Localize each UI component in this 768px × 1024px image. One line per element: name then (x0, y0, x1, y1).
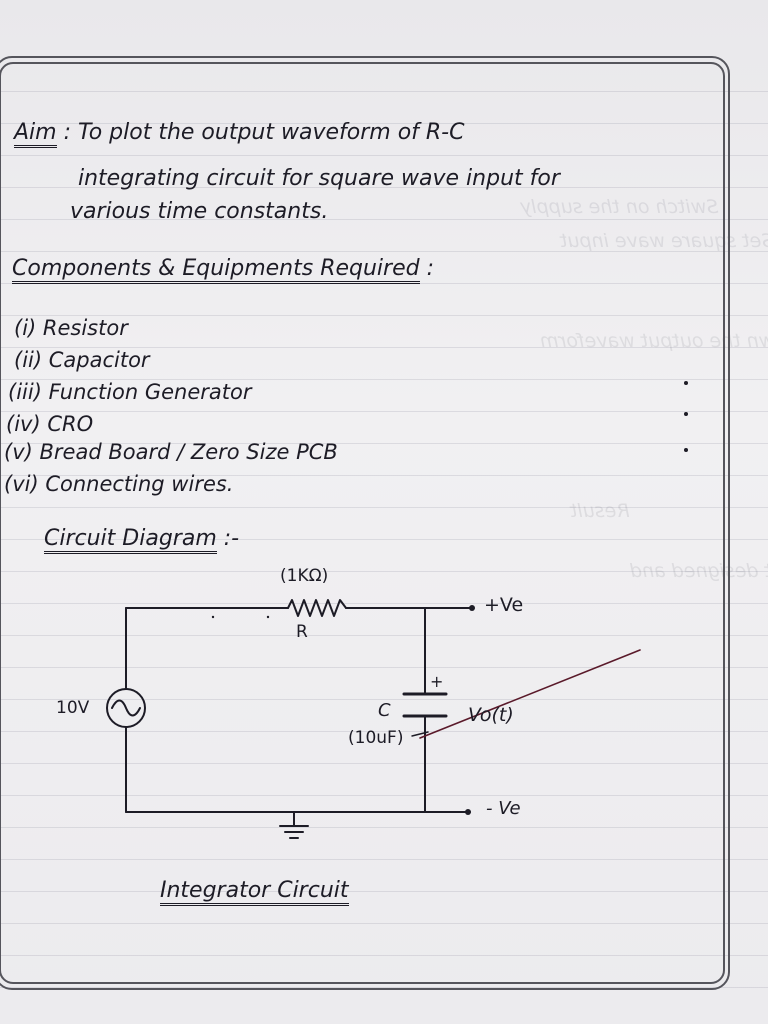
aim-line-1: To plot the output waveform of R-C (78, 120, 465, 145)
components-section: Components & Equipments Required : (12, 256, 434, 284)
output-line (419, 649, 641, 739)
component-item: (iii) Function Generator (8, 380, 252, 404)
terminal-negative-dot (465, 809, 471, 815)
page-border-outer (0, 56, 730, 990)
terminal-positive-dot (469, 605, 475, 611)
sine-wave-icon (111, 699, 141, 717)
output-voltage-label: Vo(t) (468, 704, 514, 726)
capacitor-plus-sign: + (430, 672, 444, 691)
source-voltage-label: 10V (56, 698, 90, 718)
component-item: (iv) CRO (6, 412, 94, 436)
ruled-lines (0, 60, 768, 1000)
resistor-value-label: (1KΩ) (280, 566, 329, 586)
circuit-section: Circuit Diagram :- (44, 526, 239, 554)
aim-line-3: various time constants. (70, 199, 329, 224)
page-border-inner (0, 62, 725, 984)
component-item: (ii) Capacitor (14, 348, 150, 372)
positive-terminal-label: +Ve (484, 594, 524, 616)
resistor-symbol (287, 599, 347, 617)
ground-icon (279, 825, 309, 839)
circuit-heading: Circuit Diagram (44, 526, 217, 554)
aim-section: Aim : To plot the output waveform of R-C (14, 120, 465, 148)
component-item: (i) Resistor (14, 316, 128, 340)
aim-line-2: integrating circuit for square wave inpu… (78, 166, 560, 191)
component-item: (v) Bread Board / Zero Size PCB (4, 440, 338, 464)
aim-heading: Aim (14, 120, 57, 148)
resistor-label: R (296, 622, 308, 642)
circuit-caption: Integrator Circuit (160, 878, 349, 906)
capacitor-label: C (378, 700, 391, 721)
negative-terminal-label: - Ve (486, 798, 521, 819)
component-item: (vi) Connecting wires. (4, 472, 234, 496)
capacitor-leader (411, 731, 429, 737)
capacitor-value-label: (10uF) (348, 728, 404, 748)
components-heading: Components & Equipments Required (12, 256, 420, 284)
